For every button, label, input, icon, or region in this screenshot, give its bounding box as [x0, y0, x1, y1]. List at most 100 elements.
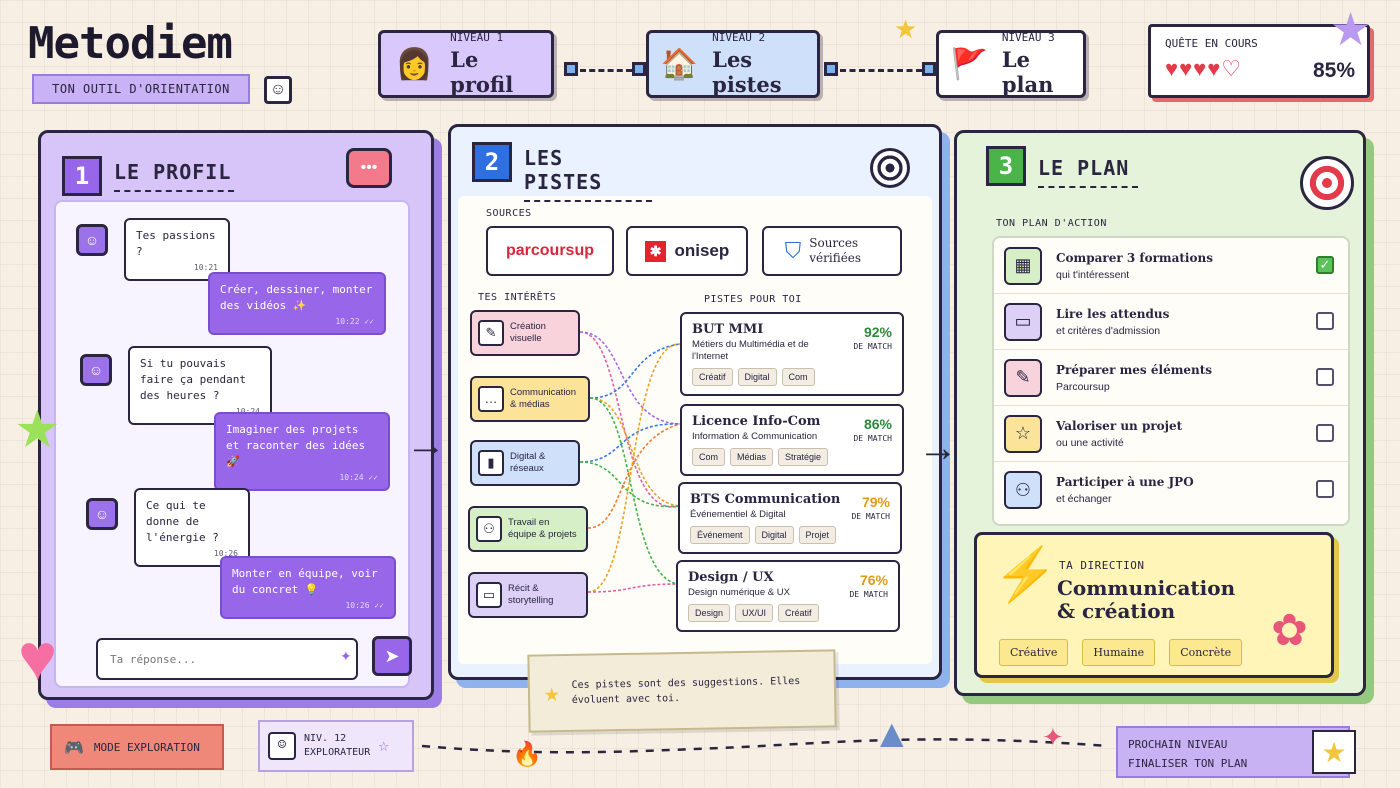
source-verified[interactable]: ⛉Sources vérifiées [762, 226, 902, 276]
target-icon [870, 148, 910, 188]
house-icon: 🏠 [660, 47, 699, 81]
arrow-right-icon: → [406, 422, 446, 466]
sources-label: SOURCES [486, 208, 532, 219]
direction-label: TA DIRECTION [1059, 559, 1145, 572]
star-icon: ★ [14, 401, 61, 459]
panel-3-title: LE PLAN [1038, 156, 1138, 188]
suggestion-note: ★ Ces pistes sont des suggestions. Elles… [527, 649, 837, 733]
star-icon: ☆ [1004, 414, 1042, 453]
direction-title: & création [1057, 599, 1176, 623]
step-checkbox[interactable] [1316, 312, 1334, 330]
bot-avatar-icon: ☺ [86, 498, 118, 530]
star-icon: ★ [1330, 3, 1372, 55]
interests-label: TES INTÉRÊTS [478, 292, 557, 303]
step-checkbox[interactable] [1316, 424, 1334, 442]
fire-icon: 🔥 [512, 741, 542, 768]
interest-item[interactable]: ✎Création visuelle [470, 310, 580, 356]
level-connector [580, 69, 632, 72]
app-tagline: TON OUTIL D'ORIENTATION [32, 74, 250, 104]
level-connector [840, 69, 922, 72]
pencil-icon: ✎ [1004, 358, 1042, 397]
interest-track-links [579, 331, 681, 593]
target-icon [1300, 156, 1354, 210]
chat-icon: … [478, 386, 504, 412]
calendar-icon: ▦ [1004, 246, 1042, 285]
step-checkbox[interactable] [1316, 480, 1334, 498]
source-onisep[interactable]: ✱onisep [626, 226, 748, 276]
app-logo: Metodiem [28, 18, 233, 69]
level-2-label: NIVEAU 2 [712, 31, 766, 44]
connector-knob [824, 62, 838, 76]
direction-tag: Créative [999, 639, 1069, 666]
hearts-icon: ♥♥♥♥♡ [1165, 56, 1242, 81]
quest-progress: QUÊTE EN COURS ♥♥♥♥♡ 85% [1148, 24, 1370, 98]
panel-1-number: 1 [62, 156, 102, 196]
direction-title: Communication [1057, 576, 1236, 600]
connector-knob [632, 62, 646, 76]
direction-tag: Concrète [1169, 639, 1243, 666]
star-icon: ★ [1312, 730, 1356, 774]
step-checkbox[interactable]: ✓ [1316, 256, 1334, 274]
chat-message: Imaginer des projets et raconter des idé… [214, 412, 390, 492]
avatar-icon: ☺ [268, 732, 296, 760]
mode-exploration-badge[interactable]: 🎮MODE EXPLORATION [50, 724, 224, 770]
interest-item[interactable]: ▭Récit & storytelling [468, 572, 588, 618]
bot-avatar-icon: ☺ [76, 224, 108, 256]
star-icon: ☆ [378, 735, 390, 757]
source-parcoursup[interactable]: parcoursup [486, 226, 614, 276]
panel-2-number: 2 [472, 142, 512, 182]
level-2-title: Les pistes [712, 47, 782, 97]
plan-label: TON PLAN D'ACTION [996, 218, 1107, 229]
mountain-flag-icon: ▲ [872, 712, 912, 756]
book-icon: ▭ [1004, 302, 1042, 341]
chart-icon: ▮ [478, 450, 504, 476]
panel-1-title: LE PROFIL [114, 160, 234, 192]
direction-card: ⚡ TA DIRECTION Communication& création C… [974, 532, 1334, 678]
pencil-icon: ✎ [478, 320, 504, 346]
sparkle-icon[interactable]: ✦ [340, 648, 352, 664]
chat-message: Monter en équipe, voir du concret 💡10:26… [220, 556, 396, 620]
quest-percent: 85% [1312, 59, 1355, 82]
star-icon: ★ [894, 14, 918, 44]
flag-map-icon: 🚩 [950, 47, 989, 81]
send-button[interactable]: ➤ [372, 636, 412, 676]
book-icon: ▭ [476, 582, 502, 608]
level-3-title: Le plan [1001, 47, 1054, 97]
panel-2-title: LES PISTES [524, 146, 652, 202]
level-3-label: NIVEAU 3 [1001, 31, 1055, 44]
level-1-label: NIVEAU 1 [450, 31, 504, 44]
gamepad-icon: 🎮 [64, 737, 84, 757]
connector-knob [922, 62, 936, 76]
chat-message: Ce qui te donne de l'énergie ?10:26 [134, 488, 250, 568]
level-2-tab[interactable]: 🏠 NIVEAU 2 Les pistes [646, 30, 820, 98]
interest-item[interactable]: ▮Digital & réseaux [470, 440, 580, 486]
panel-3-number: 3 [986, 146, 1026, 186]
level-1-title: Le profil [450, 47, 514, 97]
tracks-label: PISTES POUR TOI [704, 294, 802, 305]
team-icon: ⚇ [476, 516, 502, 542]
flower-icon: ✿ [1271, 606, 1308, 655]
smiley-icon: ☺ [264, 76, 292, 104]
level-3-tab[interactable]: 🚩 NIVEAU 3 Le plan [936, 30, 1086, 98]
chat-bubble-icon: ••• [346, 148, 392, 188]
chat-input[interactable]: Ta réponse... [96, 638, 358, 680]
interest-item[interactable]: …Communication & médias [470, 376, 590, 422]
direction-tag: Humaine [1082, 639, 1156, 666]
connector-knob [564, 62, 578, 76]
chat-message: Tes passions ?10:21 [124, 218, 230, 282]
interest-item[interactable]: ⚇Travail en équipe & projets [468, 506, 588, 552]
quest-label: QUÊTE EN COURS [1165, 37, 1258, 50]
step-checkbox[interactable] [1316, 368, 1334, 386]
